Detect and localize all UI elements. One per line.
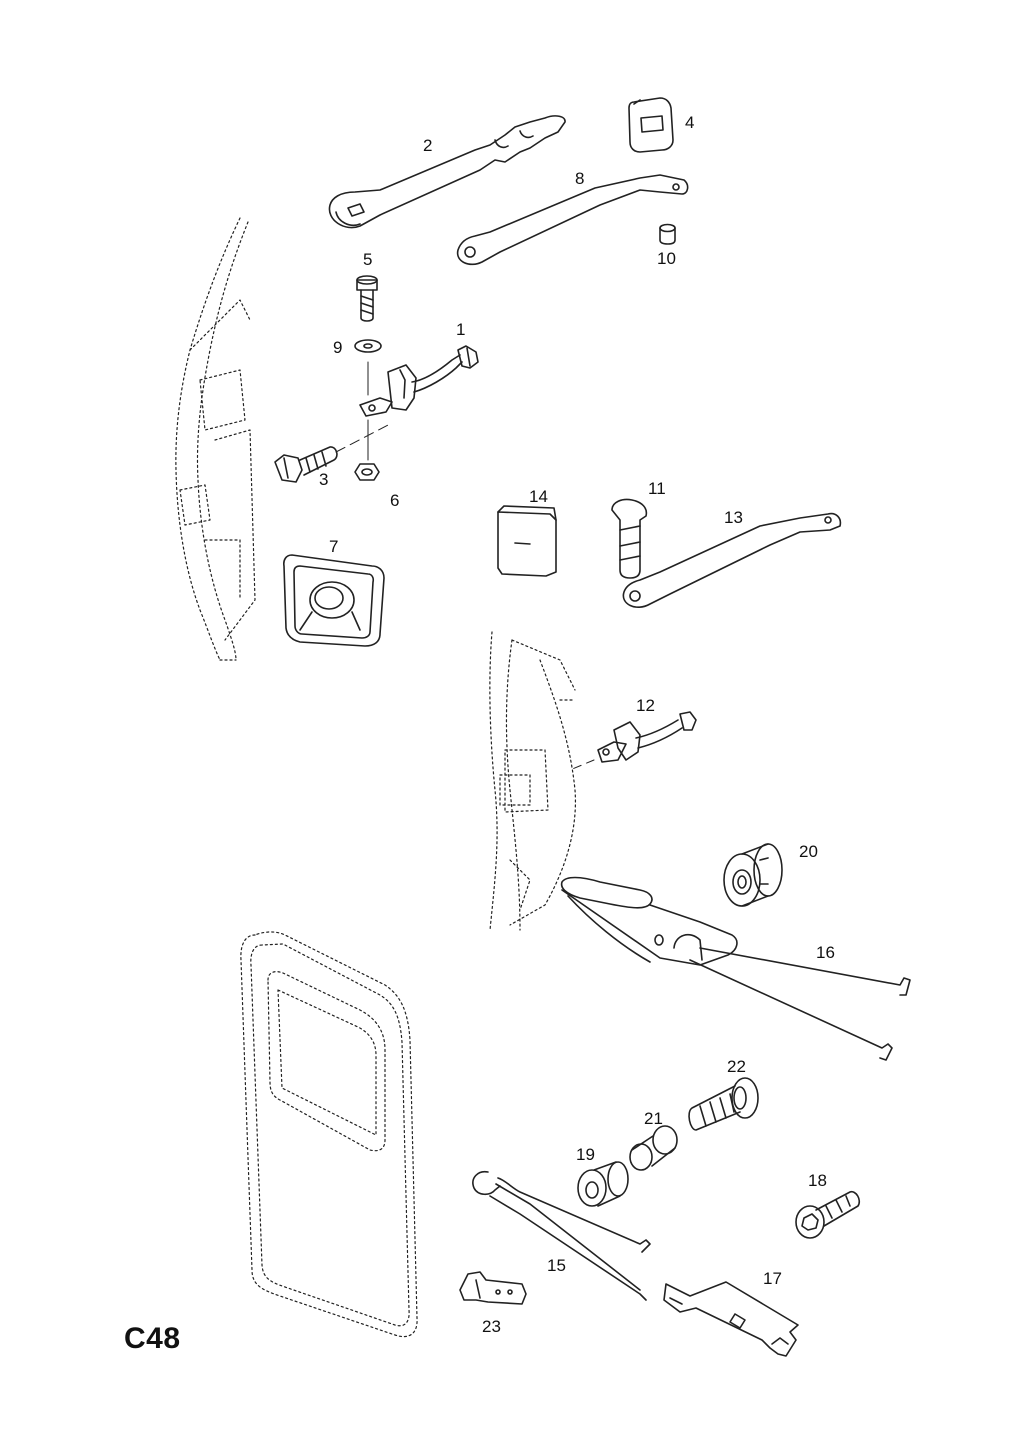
part-11-shape xyxy=(611,498,648,579)
label-part-4: 4 xyxy=(685,113,695,132)
label-part-19: 19 xyxy=(576,1145,595,1164)
label-part-5: 5 xyxy=(363,250,373,269)
part-7-shape xyxy=(283,554,385,647)
part-16-shape xyxy=(560,876,911,1061)
part-5-shape xyxy=(356,275,378,322)
label-part-1: 1 xyxy=(456,320,466,339)
part-20-shape xyxy=(723,843,783,907)
label-part-15: 15 xyxy=(547,1256,566,1275)
label-part-20: 20 xyxy=(799,842,818,861)
label-part-16: 16 xyxy=(816,943,835,962)
label-part-18: 18 xyxy=(808,1171,827,1190)
label-part-12: 12 xyxy=(636,696,655,715)
part-14-shape xyxy=(497,505,557,577)
label-part-14: 14 xyxy=(529,487,548,506)
label-part-9: 9 xyxy=(333,338,343,357)
label-part-8: 8 xyxy=(575,169,585,188)
label-part-10: 10 xyxy=(657,249,676,268)
part-12-shape xyxy=(569,711,697,771)
part-22-shape xyxy=(688,1077,759,1131)
label-part-17: 17 xyxy=(763,1269,782,1288)
part-8-shape xyxy=(456,174,689,266)
label-part-6: 6 xyxy=(390,491,400,510)
part-19-shape xyxy=(577,1161,629,1207)
label-part-7: 7 xyxy=(329,537,339,556)
door-panel-outline xyxy=(240,931,418,1338)
label-part-3: 3 xyxy=(319,470,329,489)
label-part-13: 13 xyxy=(724,508,743,527)
part-21-shape xyxy=(629,1125,678,1171)
part-13-shape xyxy=(622,512,842,608)
part-6-shape xyxy=(354,419,380,481)
page-code: C48 xyxy=(124,1322,181,1355)
part-15-shape xyxy=(472,1170,651,1301)
part-10-shape xyxy=(659,223,676,245)
part-17-shape xyxy=(663,1281,799,1357)
part-18-shape xyxy=(795,1190,861,1239)
front-pillar-outline xyxy=(175,217,256,661)
part-23-shape xyxy=(459,1271,527,1305)
label-part-2: 2 xyxy=(423,136,433,155)
part-1-shape xyxy=(359,345,479,417)
part-2-shape xyxy=(328,115,566,229)
label-part-22: 22 xyxy=(727,1057,746,1076)
part-4-shape xyxy=(628,97,674,153)
part-3-shape xyxy=(274,423,391,483)
label-part-21: 21 xyxy=(644,1109,663,1128)
rear-pillar-outline xyxy=(489,631,577,931)
part-9-shape xyxy=(354,339,382,353)
label-part-11: 11 xyxy=(648,479,666,498)
label-part-23: 23 xyxy=(482,1317,501,1336)
